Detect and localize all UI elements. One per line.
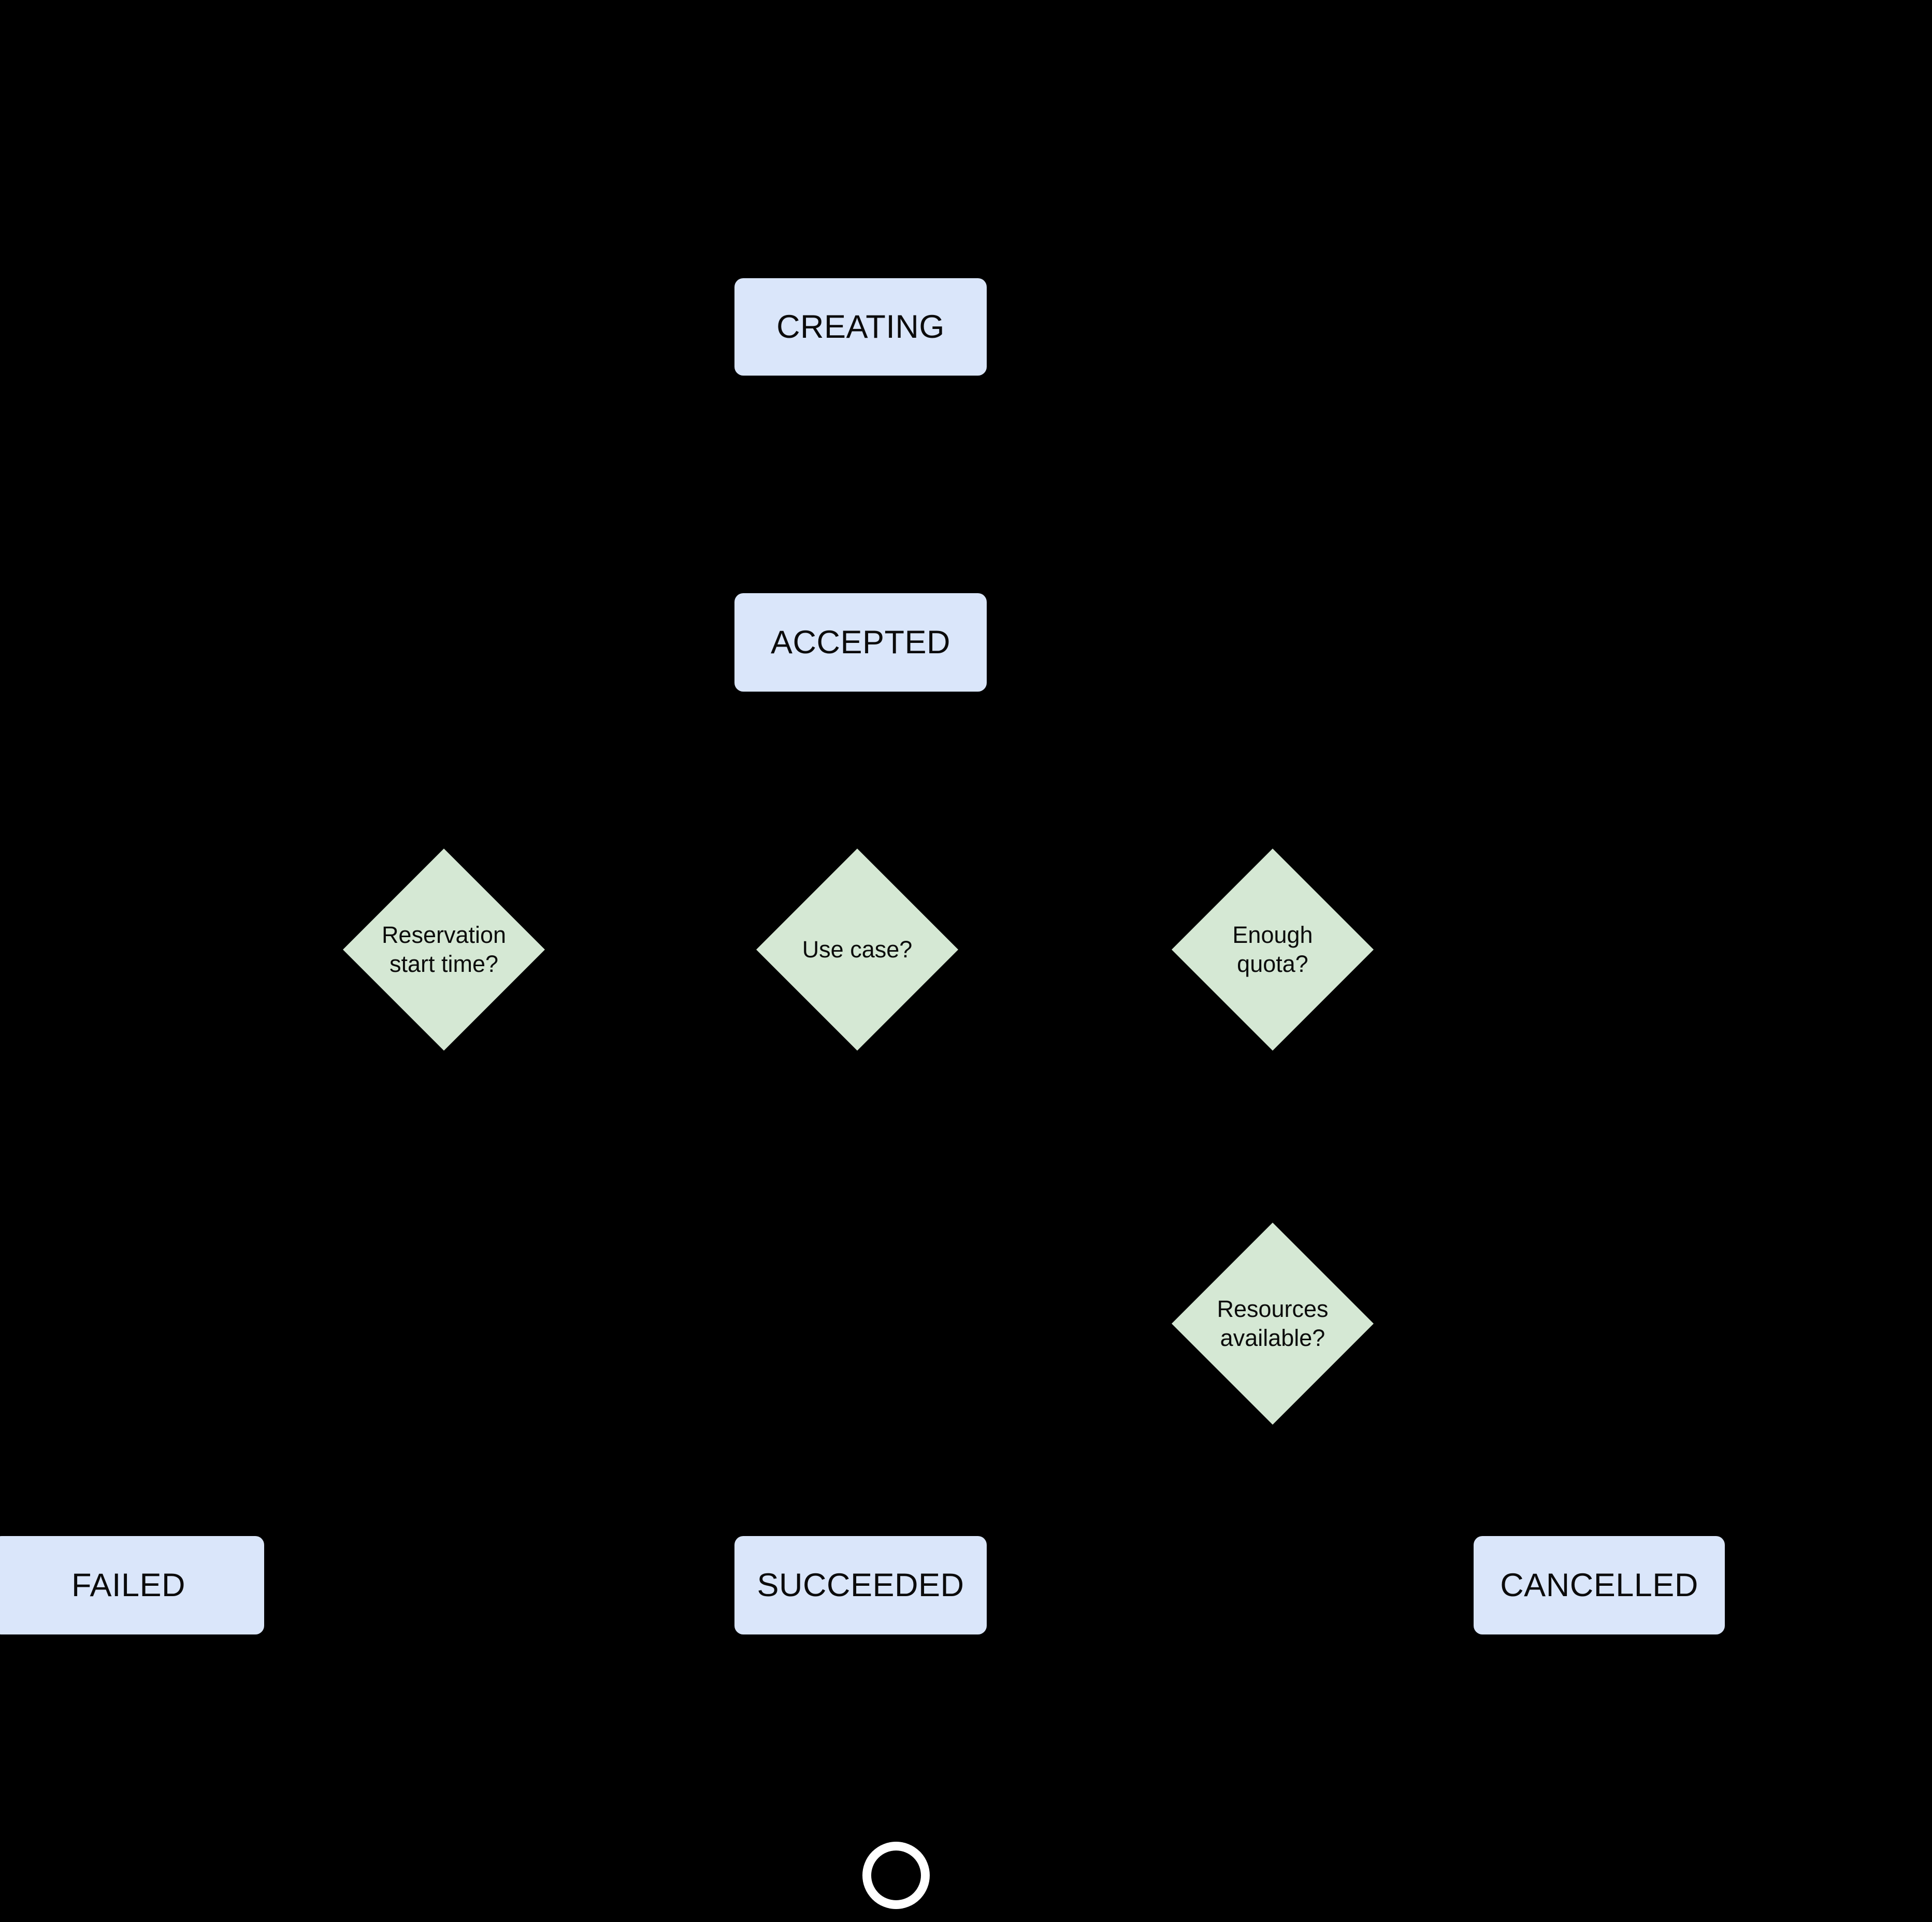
decision-node-enough-quota[interactable]: Enough quota? [1172,849,1374,1051]
edge-reservation-start-time-to-failed [127,1051,446,1536]
state-label-cancelled: CANCELLED [1500,1567,1698,1603]
state-label-accepted: ACCEPTED [770,624,951,661]
decision-label-enough-quota: Enough quota? [1232,921,1313,977]
decision-node-reservation-start-time[interactable]: Reservation start time? [343,849,545,1051]
state-node-creating[interactable]: CREATING [734,278,987,376]
state-node-cancelled[interactable]: CANCELLED [1474,1536,1725,1634]
decision-node-resources-available[interactable]: Resources available? [1172,1223,1374,1425]
edge-failed-to-end [127,1634,898,1842]
edge-accepted-to-enough-quota [858,692,1275,849]
state-label-failed: FAILED [71,1567,186,1603]
state-node-accepted[interactable]: ACCEPTED [734,593,987,692]
edge-resources-available-to-cancelled [1271,1425,1601,1536]
state-label-succeeded: SUCCEEDED [757,1567,964,1603]
state-label-creating: CREATING [776,308,945,345]
decision-node-use-case[interactable]: Use case? [756,849,958,1051]
state-node-failed[interactable]: FAILED [0,1536,264,1634]
state-node-succeeded[interactable]: SUCCEEDED [734,1536,987,1634]
decision-label-use-case: Use case? [802,936,913,963]
edge-cancelled-to-end [896,1634,1601,1763]
end-node-circle-icon [862,1842,930,1909]
decision-label-reservation-start-time: Reservation start time? [381,921,507,977]
decision-label-resources-available: Resources available? [1217,1295,1329,1351]
edge-accepted-to-reservation-start-time [442,692,862,849]
